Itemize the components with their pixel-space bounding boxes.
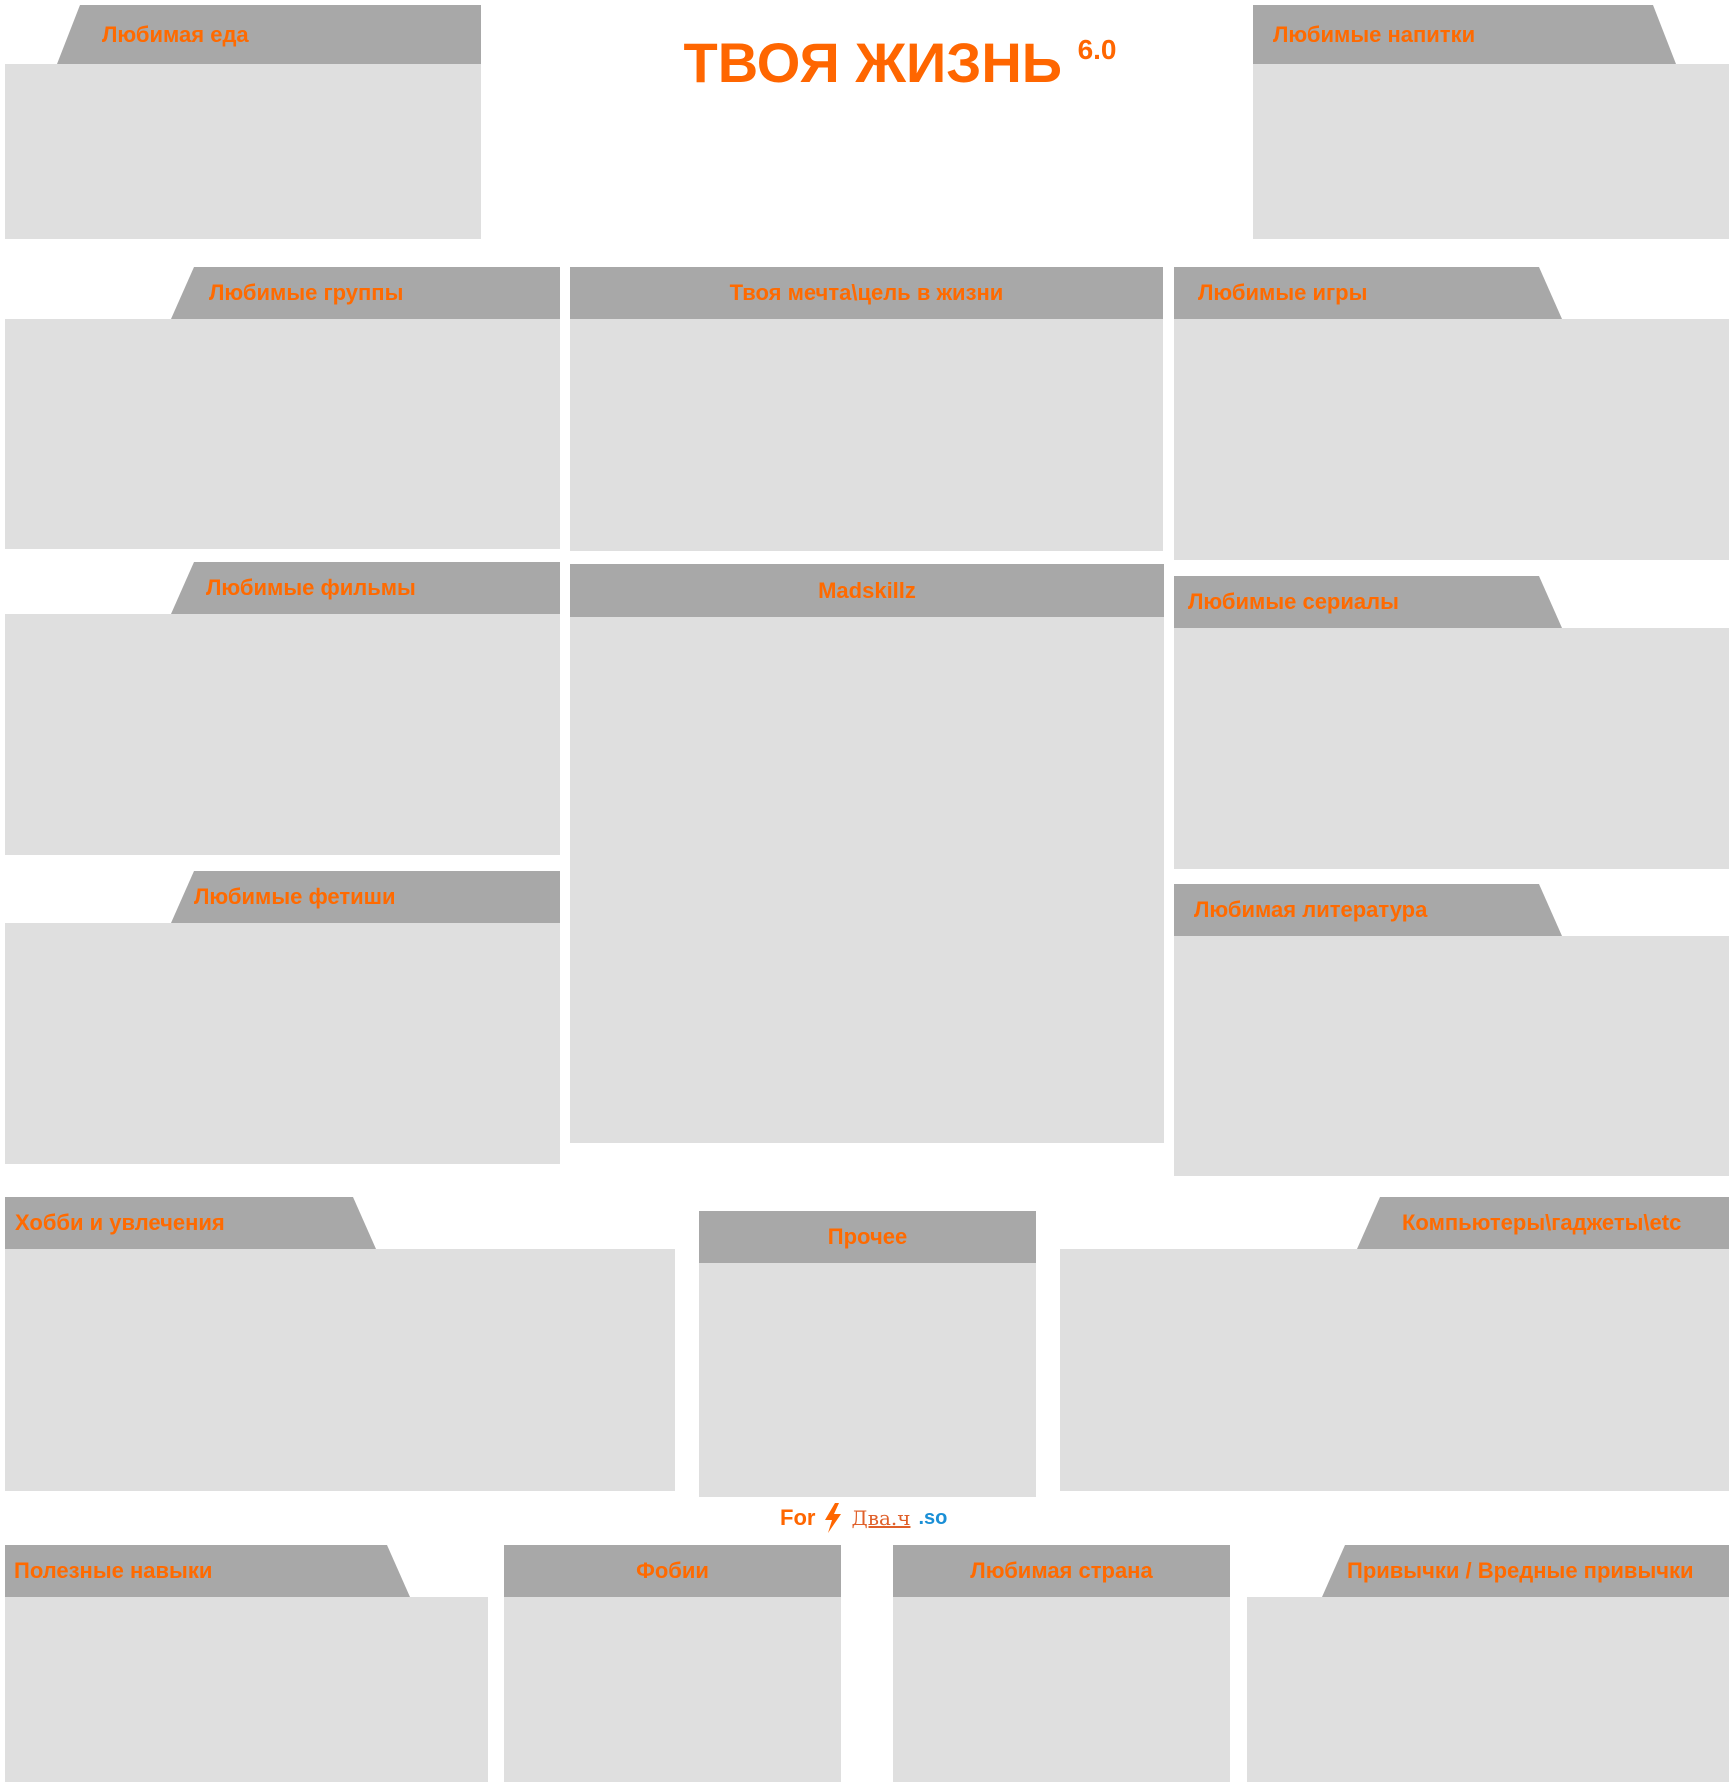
panel-body-phobias[interactable] [504, 1597, 841, 1782]
panel-header-films: Любимые фильмы [171, 562, 560, 614]
panel-header-hobbies: Хобби и увлечения [5, 1197, 376, 1249]
panel-label: Привычки / Вредные привычки [1347, 1558, 1694, 1583]
footer-brand[interactable]: Два.ч [851, 1506, 911, 1530]
panel-label: Фобии [636, 1558, 709, 1583]
panel-body-country[interactable] [893, 1597, 1230, 1782]
panel-body-literature[interactable] [1174, 936, 1729, 1176]
panel-header-phobias: Фобии [504, 1545, 841, 1597]
panel-label: Прочее [827, 1224, 908, 1249]
panel-header-bands: Любимые группы [171, 267, 560, 319]
panel-label: Любимые напитки [1273, 21, 1476, 47]
panel-header-country: Любимая страна [893, 1545, 1230, 1597]
panel-label: Любимые фильмы [206, 575, 416, 600]
panel-header-games: Любимые игры [1174, 267, 1562, 319]
panel-label: Компьютеры\гаджеты\etc [1402, 1210, 1682, 1235]
panel-label: Madskillz [818, 577, 916, 603]
panel-body-habits[interactable] [1247, 1597, 1729, 1782]
title-text: ТВОЯ ЖИЗНЬ [683, 31, 1063, 94]
panel-body-hobbies[interactable] [5, 1249, 675, 1491]
panel-header-other: Прочее [699, 1211, 1036, 1263]
page-title: ТВОЯ ЖИЗНЬ 6.0 [640, 30, 1160, 95]
panel-body-dream[interactable] [570, 319, 1163, 551]
panel-label: Любимая еда [102, 21, 249, 47]
panel-header-madskillz: Madskillz [570, 564, 1164, 617]
panel-body-drinks[interactable] [1253, 64, 1729, 239]
panel-body-computers[interactable] [1060, 1249, 1729, 1491]
panel-body-madskillz[interactable] [570, 617, 1164, 1143]
panel-header-literature: Любимая литература [1174, 884, 1562, 936]
footer-credit: For Два.ч .so [780, 1503, 947, 1533]
panel-label: Любимые сериалы [1188, 589, 1399, 614]
panel-body-films[interactable] [5, 614, 560, 855]
panel-label: Любимые игры [1198, 280, 1368, 305]
panel-body-skills[interactable] [5, 1597, 488, 1782]
panel-body-games[interactable] [1174, 319, 1729, 560]
panel-label: Хобби и увлечения [15, 1210, 225, 1235]
panel-header-food: Любимая еда [57, 5, 481, 64]
panel-header-dream: Твоя мечта\цель в жизни [570, 267, 1163, 319]
panel-body-series[interactable] [1174, 628, 1729, 869]
panel-label: Любимые группы [209, 280, 404, 305]
panel-body-bands[interactable] [5, 319, 560, 549]
panel-label: Любимая литература [1194, 897, 1428, 922]
panel-label: Полезные навыки [14, 1558, 213, 1583]
panel-header-habits: Привычки / Вредные привычки [1322, 1545, 1729, 1597]
panel-label: Любимые фетиши [194, 884, 396, 909]
panel-header-series: Любимые сериалы [1174, 576, 1562, 628]
panel-body-food[interactable] [5, 64, 481, 239]
panel-label: Любимая страна [970, 1558, 1153, 1583]
panel-label: Твоя мечта\цель в жизни [729, 280, 1004, 305]
lightning-icon [825, 1503, 842, 1533]
panel-header-skills: Полезные навыки [5, 1545, 410, 1597]
panel-body-fetishes[interactable] [5, 923, 560, 1164]
panel-header-fetishes: Любимые фетиши [171, 871, 560, 923]
footer-domain: .so [918, 1506, 948, 1529]
panel-header-computers: Компьютеры\гаджеты\etc [1357, 1197, 1729, 1249]
footer-for: For [780, 1505, 816, 1530]
title-version: 6.0 [1077, 34, 1117, 65]
panel-body-other[interactable] [699, 1263, 1036, 1497]
panel-header-drinks: Любимые напитки [1253, 5, 1676, 64]
